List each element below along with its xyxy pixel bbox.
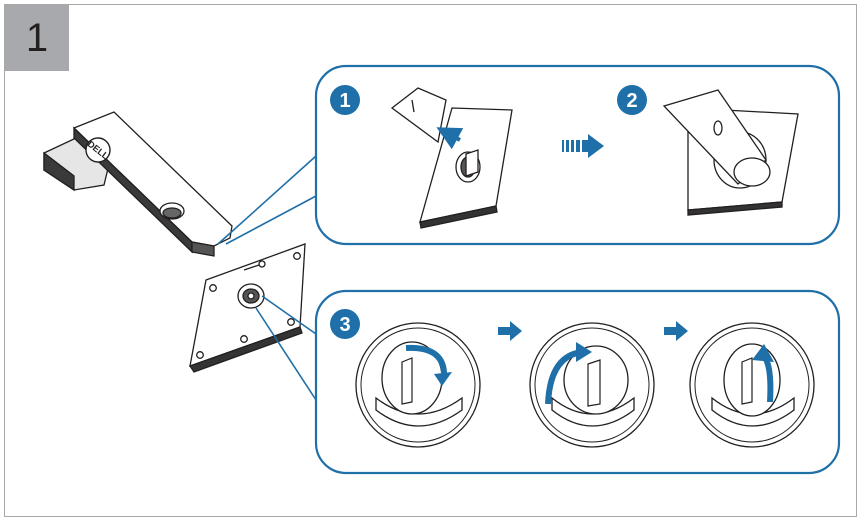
badge-2-text: 2: [626, 90, 637, 112]
badge-3-text: 3: [339, 314, 350, 336]
locking-knob-icon: [355, 322, 481, 448]
step2-drawing: [662, 89, 799, 216]
rotate-arrowhead: [434, 372, 452, 386]
rotate-arrow-icon: [405, 344, 448, 379]
instruction-frame: [4, 4, 857, 517]
step-arrow-icon: [562, 134, 604, 158]
badge-3: 3: [330, 309, 360, 339]
step-arrow-icon: [498, 321, 522, 341]
callout-connectors: [217, 155, 317, 401]
step-number-box: 1: [5, 5, 69, 71]
badge-1-text: 1: [339, 90, 350, 112]
rotate-arrowhead: [576, 342, 592, 362]
stand-riser-drawing: [43, 111, 233, 257]
step1-drawing: [390, 87, 513, 229]
rotate-arrowhead: [752, 344, 774, 362]
step-arrow-icon: [664, 321, 688, 341]
step-number: 1: [25, 15, 49, 60]
dell-logo: DELL: [85, 137, 111, 163]
locking-knob-icon: [689, 322, 815, 448]
badge-1: 1: [330, 85, 360, 115]
base-plate-drawing: [188, 243, 306, 373]
badge-2: 2: [617, 85, 647, 115]
